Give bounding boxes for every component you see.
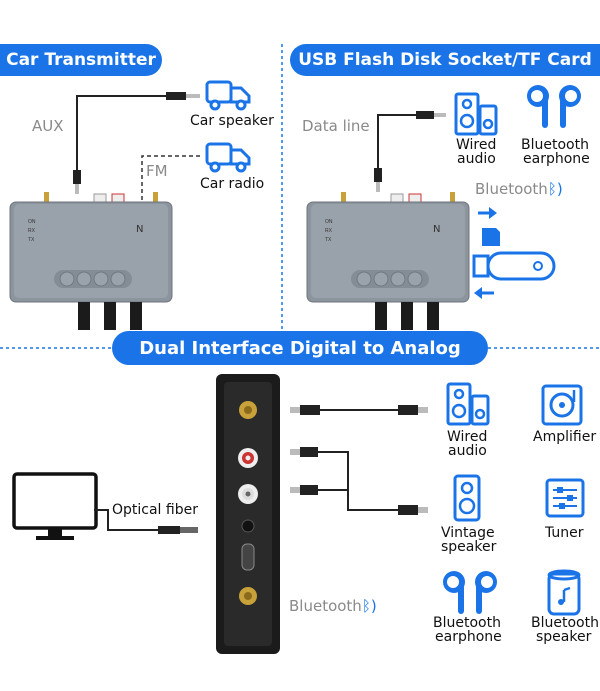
svg-text:N: N <box>433 224 440 235</box>
device-connectors: N <box>306 192 470 330</box>
amplifier-label: Amplifier <box>533 429 597 445</box>
bt-speaker-label-2: speaker <box>536 629 592 645</box>
bt-earphone-label-2: earphone <box>435 629 502 645</box>
bluetooth-label-top: Bluetoothᛒ) <box>475 180 563 198</box>
wired-audio-label-1: Wired <box>447 429 488 445</box>
bluetooth-icon: ᛒ) <box>547 180 563 198</box>
bt-speaker-label-1: Bluetooth <box>531 615 599 631</box>
led-rx-label: RX <box>325 228 332 234</box>
truck-icon <box>205 80 251 111</box>
transmitter-device: N ON RX TX <box>9 192 173 332</box>
data-line-label: Data line <box>302 117 370 135</box>
dac-device <box>216 374 280 654</box>
amplifier-icon <box>541 384 583 426</box>
tuner-icon <box>545 478 585 518</box>
bluetooth-speaker-icon <box>547 569 581 616</box>
earphone-icon <box>527 85 581 128</box>
section-title-car-transmitter: Car Transmitter <box>0 44 162 76</box>
speaker-icon <box>446 382 490 426</box>
led-on-label: ON <box>28 219 36 225</box>
svg-text:N: N <box>136 224 143 235</box>
aux-label: AUX <box>32 117 64 135</box>
wired-audio-label-top-2: audio <box>457 151 496 167</box>
car-transmitter-title: Car Transmitter <box>6 50 156 70</box>
speaker-icon <box>454 92 498 136</box>
usb-tf-title: USB Flash Disk Socket/TF Card <box>298 50 592 70</box>
wired-audio-label-top-1: Wired <box>456 137 497 153</box>
earphone-icon <box>443 571 497 614</box>
car-transmitter-cables <box>73 92 200 200</box>
bt-earphone-label-top-1: Bluetooth <box>521 137 589 153</box>
dac-device-body <box>216 374 280 654</box>
led-tx-label: TX <box>325 237 332 243</box>
led-tx-label: TX <box>28 237 35 243</box>
device-connectors: N <box>9 192 173 330</box>
bt-earphone-label-1: Bluetooth <box>433 615 501 631</box>
monitor-icon <box>12 472 98 540</box>
vintage-speaker-label-1: Vintage <box>441 525 495 541</box>
led-rx-label: RX <box>28 228 35 234</box>
usb-device: N ON RX TX <box>306 192 470 332</box>
section-title-usb-tf: USB Flash Disk Socket/TF Card <box>290 44 600 76</box>
tuner-label: Tuner <box>545 525 584 541</box>
bluetooth-icon: ᛒ) <box>361 597 377 615</box>
usb-data-cable <box>374 111 556 299</box>
car-radio-label: Car radio <box>200 176 265 192</box>
vintage-speaker-label-2: speaker <box>441 539 497 555</box>
wired-audio-label-2: audio <box>448 443 487 459</box>
bluetooth-text-top: Bluetooth <box>475 180 548 198</box>
truck-icon <box>205 142 251 173</box>
optical-fiber-label: Optical fiber <box>112 502 198 518</box>
fm-label: FM <box>146 162 168 180</box>
vintage-speaker-icon <box>453 474 481 522</box>
bt-earphone-label-top-2: earphone <box>523 151 590 167</box>
car-speaker-label: Car speaker <box>190 113 274 129</box>
dual-interface-title: Dual Interface Digital to Analog <box>139 337 461 359</box>
bluetooth-label-bottom: Bluetoothᛒ) <box>289 597 377 615</box>
section-title-dual-interface: Dual Interface Digital to Analog <box>112 331 488 365</box>
bluetooth-text-bottom: Bluetooth <box>289 597 362 615</box>
led-on-label: ON <box>325 219 333 225</box>
